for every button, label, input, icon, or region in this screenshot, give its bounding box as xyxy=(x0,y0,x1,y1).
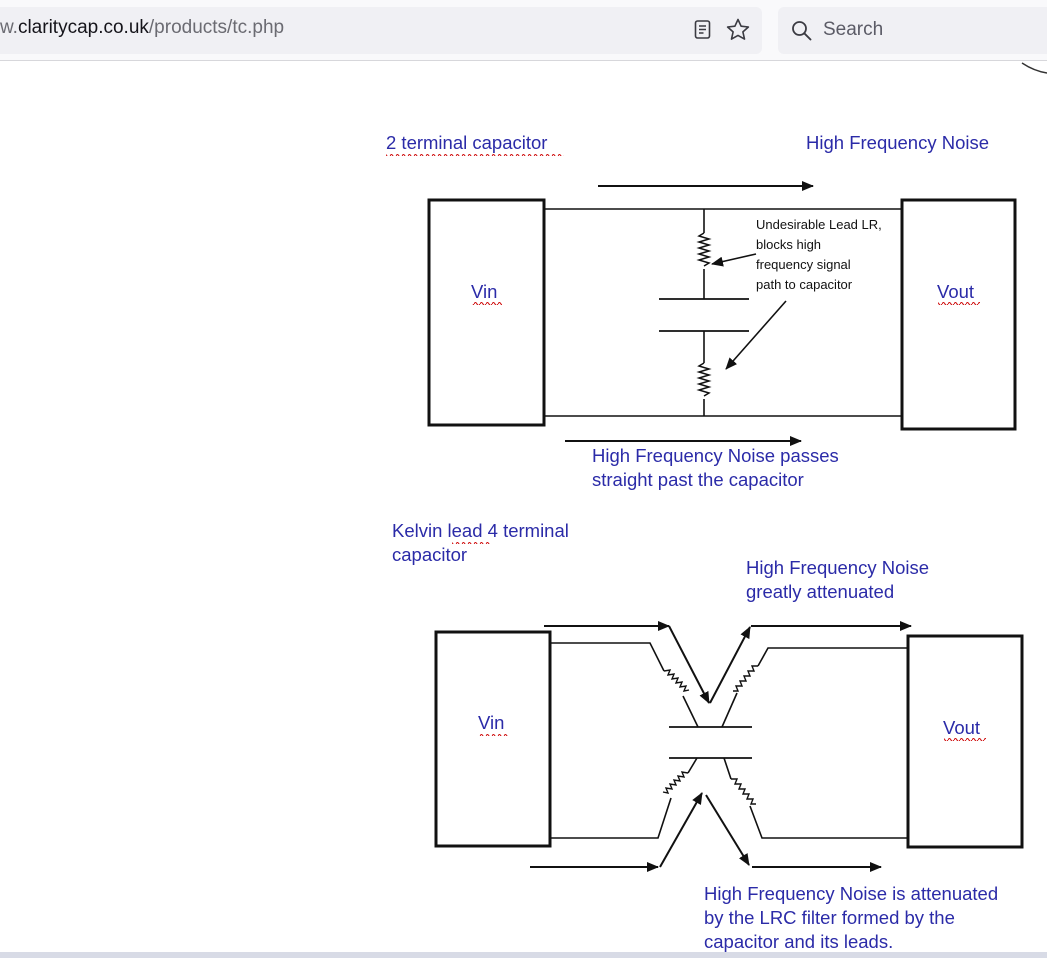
top-vin-underline xyxy=(472,302,502,305)
top-vout-box xyxy=(900,198,1017,431)
top-passes-line-1: High Frequency Noise passes xyxy=(592,445,839,466)
bottom-vout-underline xyxy=(944,738,986,741)
url-prefix: w. xyxy=(0,17,18,38)
bottom-filter-line-2: by the LRC filter formed by the xyxy=(704,907,955,928)
two-terminal-diagram: 2 terminal capacitor High Frequency Nois… xyxy=(386,132,1017,490)
top-annotation-arrow-1 xyxy=(711,253,757,267)
search-icon xyxy=(792,21,812,41)
top-annotation-line-4: path to capacitor xyxy=(756,277,853,292)
address-bar[interactable]: w.claritycap.co.uk/products/tc.php xyxy=(0,7,762,54)
url-path: /products/tc.php xyxy=(148,17,285,38)
search-input[interactable]: Search xyxy=(823,19,884,40)
bottom-wire-in-top xyxy=(550,642,665,672)
top-inductor-upper xyxy=(696,232,712,267)
bottom-attenuated-line-1: High Frequency Noise xyxy=(746,557,929,578)
bottom-scroll-strip xyxy=(0,952,1047,958)
top-passes-line-2: straight past the capacitor xyxy=(592,469,804,490)
four-terminal-diagram: Kelvin lead 4 terminal capacitor High Fr… xyxy=(392,520,1024,952)
bottom-vout-box xyxy=(906,634,1024,849)
capacitor-diagram: 2 terminal capacitor High Frequency Nois… xyxy=(386,62,1047,952)
bottom-lead-out-top xyxy=(721,692,738,728)
bottom-vin-label: Vin xyxy=(478,712,504,733)
top-annotation-line-3: frequency signal xyxy=(756,257,851,272)
url-host: claritycap.co.uk xyxy=(17,17,149,38)
bottom-filter-line-3: capacitor and its leads. xyxy=(704,931,893,952)
top-annotation-arrow-2 xyxy=(725,300,787,370)
bottom-in-diag-bottom xyxy=(659,792,703,868)
browser-toolbar: w.claritycap.co.uk/products/tc.php Searc… xyxy=(0,0,1047,61)
bottom-lead-out-bottom xyxy=(723,757,732,780)
bottom-vin-box xyxy=(434,630,552,848)
bottom-in-diag-top xyxy=(668,625,710,704)
bottom-out-diag-top xyxy=(709,626,751,704)
bottom-wire-out-top xyxy=(757,647,908,667)
top-title-underline xyxy=(386,153,564,156)
search-box[interactable]: Search xyxy=(778,7,1047,54)
bottom-title-line-1: Kelvin lead 4 terminal xyxy=(392,520,569,541)
bottom-filter-line-1: High Frequency Noise is attenuated xyxy=(704,883,998,904)
top-vout-label: Vout xyxy=(937,281,974,302)
bottom-title-line-2: capacitor xyxy=(392,544,467,565)
top-vin-box xyxy=(427,198,546,427)
bottom-inductor-out-bottom xyxy=(731,778,756,805)
bottom-lead-in-bottom xyxy=(687,757,698,774)
bottom-out-diag-bottom xyxy=(705,794,750,866)
top-annotation-line-1: Undesirable Lead LR, xyxy=(756,217,882,232)
bottom-inductor-in-top xyxy=(663,669,690,692)
bottom-attenuated-line-2: greatly attenuated xyxy=(746,581,894,602)
bottom-vin-underline xyxy=(479,733,509,736)
bottom-vout-label: Vout xyxy=(943,717,980,738)
top-inductor-lower xyxy=(696,362,712,397)
bottom-inductor-in-bottom xyxy=(662,771,689,794)
bottom-wire-in-bottom xyxy=(550,797,672,839)
top-noise-label: High Frequency Noise xyxy=(806,132,989,153)
bottom-inductor-out-top xyxy=(733,665,758,692)
bookmark-star-icon[interactable] xyxy=(725,17,751,43)
reader-view-icon[interactable] xyxy=(694,20,712,40)
bottom-title-underline xyxy=(452,541,491,544)
bottom-wire-out-bottom xyxy=(749,805,908,839)
top-vin-label: Vin xyxy=(471,281,497,302)
page-content: 2 terminal capacitor High Frequency Nois… xyxy=(0,61,1047,958)
corner-decoration xyxy=(1021,62,1047,74)
top-annotation-line-2: blocks high xyxy=(756,237,821,252)
top-title: 2 terminal capacitor xyxy=(386,132,547,153)
top-vout-underline xyxy=(938,302,980,305)
url-text[interactable]: w.claritycap.co.uk/products/tc.php xyxy=(0,17,284,39)
bottom-lead-in-top xyxy=(682,695,699,728)
